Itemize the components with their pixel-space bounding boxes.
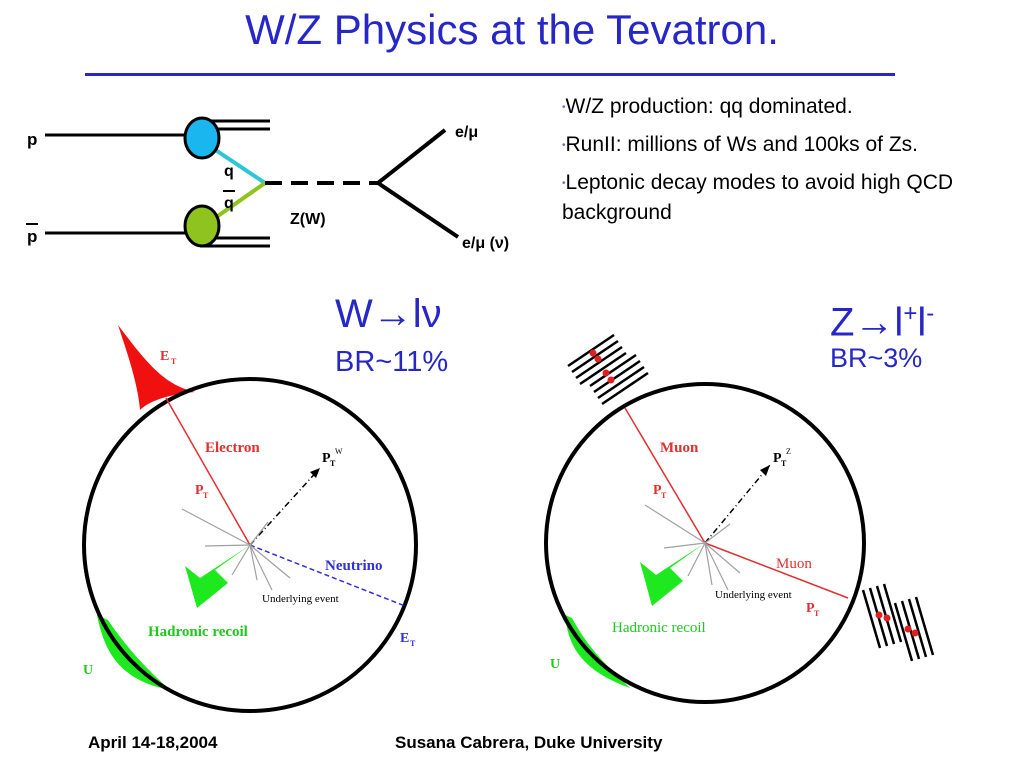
muon-label-2: Muon [776, 556, 812, 572]
missing-et-label: E [400, 631, 409, 646]
w-process-label: W→lν [335, 292, 442, 336]
bullet-item: •Leptonic decay modes to avoid high QCD … [562, 168, 1012, 227]
bullet-dot-icon: • [562, 177, 566, 189]
w-event-diagram: E T Electron P T P T W Neutrino Underlyi… [82, 325, 418, 713]
lepton-line-top [376, 128, 447, 185]
title-underline [85, 73, 895, 76]
svg-text:T: T [410, 639, 416, 648]
pt2-label: P [806, 601, 815, 616]
muon-chamber-top [567, 333, 649, 406]
muon-chamber-bottom [861, 583, 935, 662]
antiproton-label: p [27, 227, 37, 246]
slide-title: W/Z Physics at the Tevatron. [245, 6, 779, 53]
underlying-event-label: Underlying event [715, 589, 792, 601]
lepton-line-bottom [376, 181, 460, 239]
quark-label: q [224, 163, 234, 180]
bullet-text: W/Z production: qq dominated. [565, 95, 853, 118]
underlying-event-label: Underlying event [262, 593, 339, 605]
svg-text:T: T [781, 459, 787, 468]
z-event-diagram: Muon P T P T Z Muon P T Underlying event… [544, 333, 935, 704]
footer-author: Susana Cabrera, Duke University [395, 733, 663, 752]
lepton-label-bottom: e/μ (ν) [462, 235, 509, 252]
ptw-vector [249, 467, 321, 546]
proton-blob [183, 116, 221, 160]
neutrino-label: Neutrino [325, 558, 383, 574]
proton-label: p [27, 130, 37, 149]
underlying-tracks [644, 504, 741, 591]
et-label: E [160, 349, 169, 364]
electron-track [165, 397, 251, 546]
footer-date: April 14-18,2004 [88, 733, 218, 752]
bullet-dot-icon: • [562, 139, 566, 151]
bullet-dot-icon: • [562, 101, 566, 113]
hadronic-recoil-arrow [640, 543, 705, 606]
ptz-label: P [773, 451, 782, 466]
muon-track-2 [704, 542, 849, 599]
detector-circle [544, 382, 866, 704]
bullet-item: •RunII: millions of Ws and 100ks of Zs. [562, 130, 1012, 160]
svg-text:T: T [330, 459, 336, 468]
svg-text:T: T [171, 357, 177, 366]
svg-text:Z: Z [786, 447, 791, 456]
u-label: U [550, 657, 560, 672]
hadronic-recoil-arrow [185, 545, 250, 608]
z-process-label: Z→l+l- [830, 300, 935, 345]
muon-label-1: Muon [660, 440, 699, 456]
svg-text:W: W [335, 447, 343, 456]
antiproton-blob [183, 204, 221, 248]
svg-text:T: T [661, 491, 667, 500]
hadronic-recoil-label: Hadronic recoil [148, 624, 248, 640]
neutrino-track [249, 544, 406, 607]
z-branching-ratio: BR~3% [830, 343, 923, 373]
muon-track-1 [624, 407, 706, 544]
ptz-vector [704, 464, 771, 544]
svg-text:T: T [203, 491, 209, 500]
u-recoil-arc [97, 615, 170, 690]
bullet-text: RunII: millions of Ws and 100ks of Zs. [565, 132, 918, 156]
boson-label: Z(W) [290, 211, 326, 228]
pt-label: P [653, 483, 662, 498]
pt-label: P [195, 483, 204, 498]
electron-label: Electron [205, 440, 260, 456]
u-recoil-arc [565, 615, 630, 688]
w-branching-ratio: BR~11% [335, 346, 449, 378]
lepton-label-top: e/μ [455, 124, 478, 141]
underlying-tracks [181, 508, 291, 591]
ptw-label: P [322, 451, 331, 466]
detector-circle [82, 377, 418, 713]
u-label: U [83, 663, 93, 678]
hadronic-recoil-label: Hadronic recoil [612, 620, 706, 636]
feynman-diagram: p p q q Z(W) e/μ e/μ (ν) [26, 116, 509, 252]
bullet-text: Leptonic decay modes to avoid high QCD b… [562, 170, 954, 224]
bullet-item: •W/Z production: qq dominated. [562, 92, 1012, 122]
antiquark-label: q [224, 195, 234, 212]
bullet-list: •W/Z production: qq dominated. •RunII: m… [562, 92, 1012, 235]
svg-text:T: T [814, 609, 820, 618]
et-lobe [118, 325, 195, 410]
